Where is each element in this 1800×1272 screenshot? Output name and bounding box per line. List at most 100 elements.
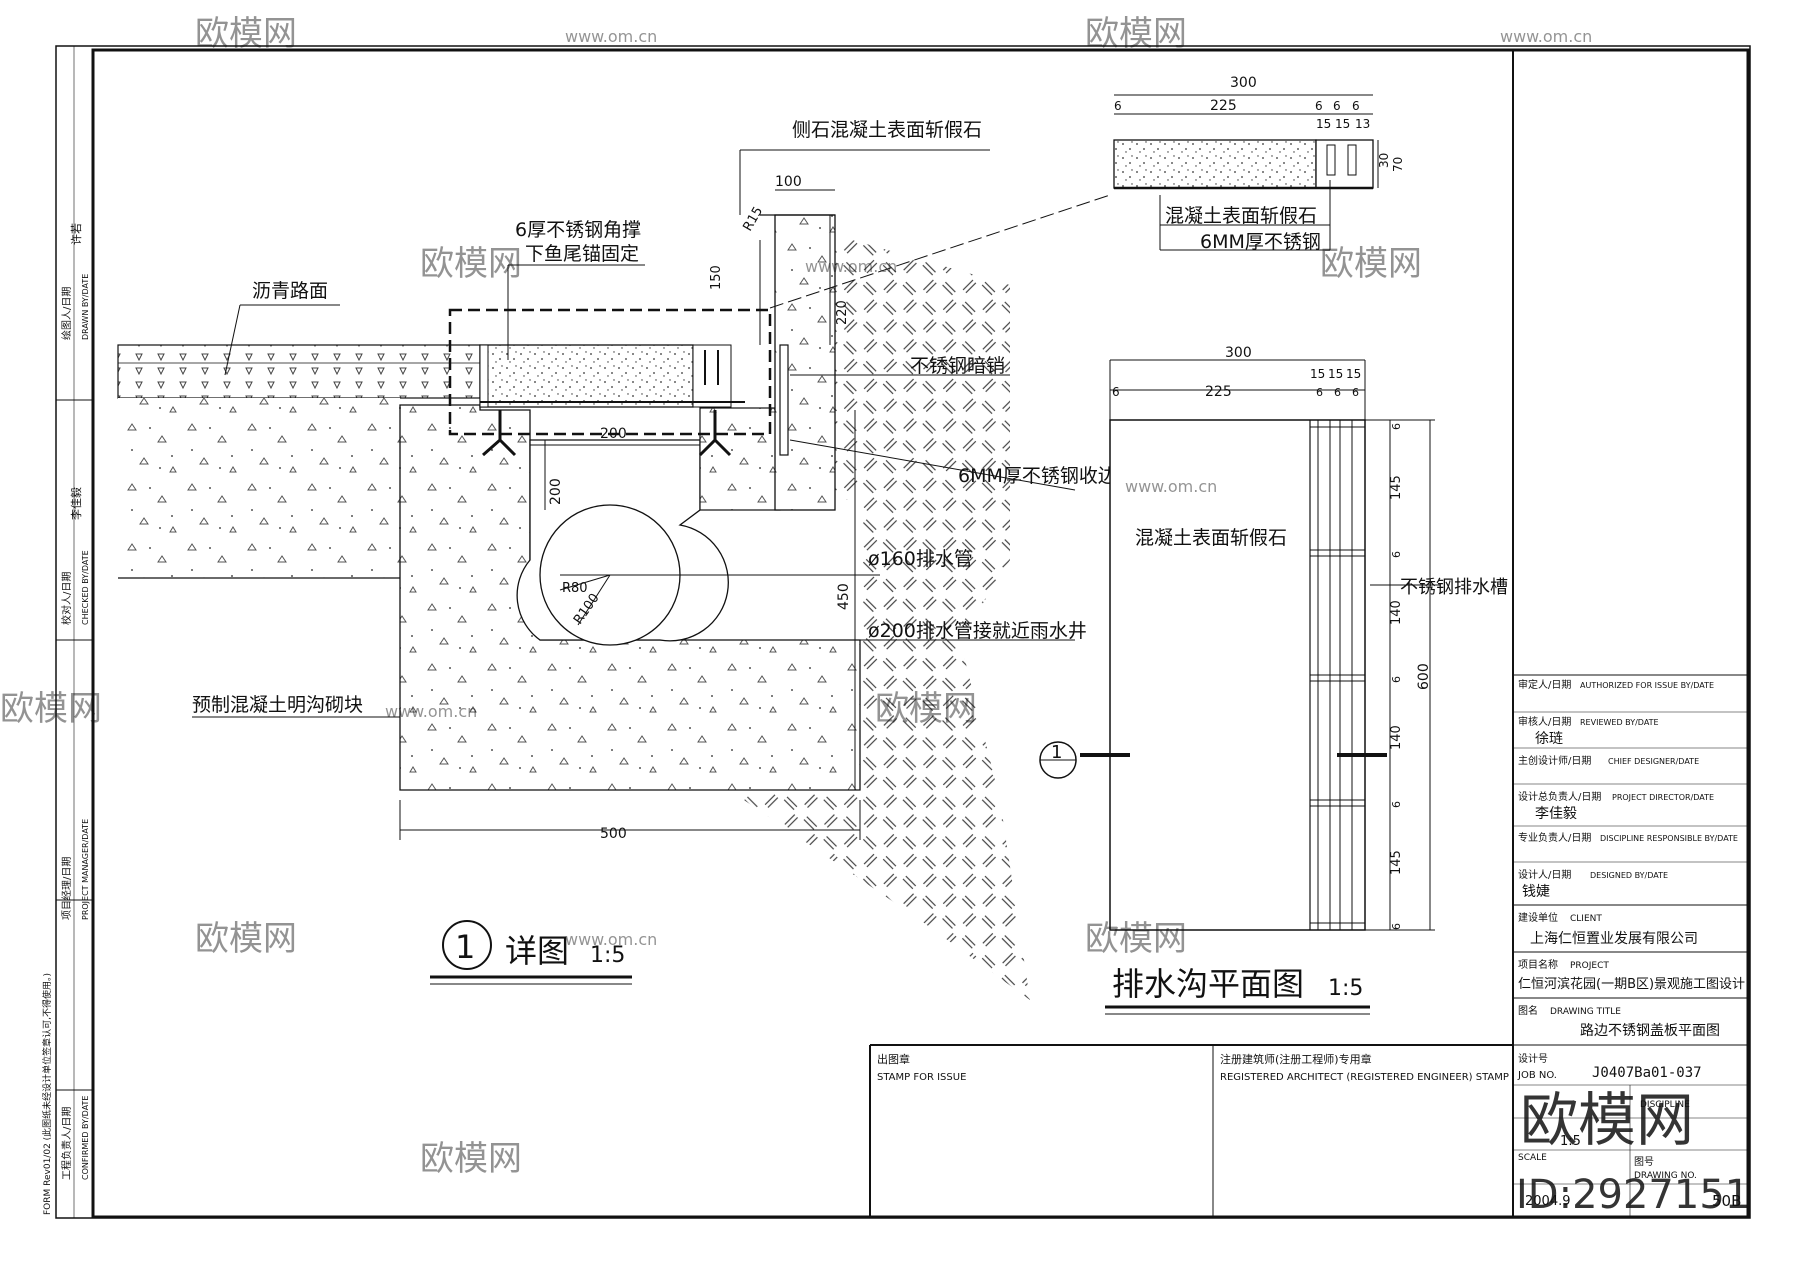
tb-reviewed-en: REVIEWED BY/DATE bbox=[1580, 718, 1659, 727]
tb-client-name: 上海仁恒置业发展有限公司 bbox=[1530, 931, 1698, 947]
dim-r80: R80 bbox=[562, 581, 588, 596]
tb-date-val: 2004.9 bbox=[1525, 1194, 1571, 1209]
tb-job: 设计号 bbox=[1518, 1052, 1548, 1065]
label-pipe200: ø200排水管接就近雨水井 bbox=[868, 620, 1087, 642]
drainage-plan: 1 混凝土表面斩假石 不锈钢排水槽 300 6 225 15 15 15 6 6… bbox=[1039, 345, 1508, 1015]
watermark-brand-5: 欧模网 bbox=[0, 689, 102, 729]
tb-drawing-en: DRAWING TITLE bbox=[1550, 1007, 1621, 1017]
plan-label-stone: 混凝土表面斩假石 bbox=[1135, 527, 1287, 549]
cover-dim-6a: 6 bbox=[1114, 99, 1122, 113]
plan-side-dim-8: 145 bbox=[1389, 850, 1404, 875]
watermark-brand-1: 欧模网 bbox=[195, 14, 297, 54]
plan-dim-6d: 6 bbox=[1352, 386, 1359, 399]
watermark-brand-2: 欧模网 bbox=[1085, 14, 1187, 54]
tb-drawing-no-label: 图号 bbox=[1634, 1156, 1654, 1168]
section-detail: 侧石混凝土表面斩假石 6厚不锈钢角撑 下鱼尾锚固定 沥青路面 不锈钢暗销 6MM… bbox=[117, 119, 1117, 1000]
watermark-brand-7: 欧模网 bbox=[195, 919, 297, 959]
plan-title: 排水沟平面图 bbox=[1112, 965, 1304, 1003]
checked-by-name: 李佳毅 bbox=[69, 487, 83, 520]
cover-dim-13: 13 bbox=[1355, 117, 1370, 131]
plan-side-dim-1: 6 bbox=[1390, 423, 1403, 430]
label-angle: 6厚不锈钢角撑 bbox=[515, 219, 641, 241]
tb-director-en: PROJECT DIRECTOR/DATE bbox=[1612, 793, 1714, 802]
watermark-layer: 欧模网 欧模网 欧模网 欧模网 欧模网 欧模网 欧模网 欧模网 欧模网 www.… bbox=[0, 14, 1750, 1218]
watermark-brand-6: 欧模网 bbox=[875, 689, 977, 729]
plan-side-dim-2: 145 bbox=[1389, 475, 1404, 500]
plan-dim-300: 300 bbox=[1225, 345, 1252, 361]
tb-job-no: J0407Ba01-037 bbox=[1592, 1065, 1702, 1081]
dim-220: 220 bbox=[835, 300, 850, 325]
tb-project-name: 仁恒河滨花园(一期B区)景观施工图设计 bbox=[1518, 976, 1745, 992]
label-pin: 不锈钢暗销 bbox=[910, 355, 1005, 377]
section-title-number: 1 bbox=[455, 928, 475, 966]
left-strip: 绘图人/日期 DRAWN BY/DATE 许若 校对人/日期 CHECKED B… bbox=[41, 46, 93, 1218]
plan-dim-15b: 15 bbox=[1328, 367, 1343, 381]
dim-150: 150 bbox=[709, 265, 724, 290]
cover-dim-15b: 15 bbox=[1335, 117, 1350, 131]
tb-drawing: 图名 bbox=[1518, 1004, 1538, 1017]
plan-side-dim-9: 6 bbox=[1390, 923, 1403, 930]
dim-200: 200 bbox=[600, 426, 627, 442]
tb-authorized-en: AUTHORIZED FOR ISSUE BY/DATE bbox=[1580, 681, 1714, 690]
label-edge: 6MM厚不锈钢收边 bbox=[958, 465, 1117, 487]
cover-label-stone: 混凝土表面斩假石 bbox=[1165, 205, 1317, 227]
tb-chief-en: CHIEF DESIGNER/DATE bbox=[1608, 757, 1699, 766]
tb-director: 设计总负责人/日期 bbox=[1518, 790, 1601, 803]
pm-label: 项目经理/日期 bbox=[60, 857, 73, 920]
tb-reg-en: REGISTERED ARCHITECT (REGISTERED ENGINEE… bbox=[1220, 1072, 1509, 1083]
tb-project: 项目名称 bbox=[1518, 958, 1558, 971]
tb-discipline2: DISCIPLINE bbox=[1640, 1100, 1690, 1110]
plan-dim-6c: 6 bbox=[1334, 386, 1341, 399]
tb-drawing-no-en: DRAWING NO. bbox=[1634, 1171, 1697, 1181]
dim-450: 450 bbox=[836, 583, 852, 610]
plan-side-dim-6: 140 bbox=[1389, 725, 1404, 750]
watermark-brand-4: 欧模网 bbox=[1320, 244, 1422, 284]
dim-200-vertical: 200 bbox=[548, 478, 564, 505]
plan-dim-6: 6 bbox=[1112, 385, 1120, 399]
watermark-brand-9: 欧模网 bbox=[420, 1139, 522, 1179]
cover-dim-225: 225 bbox=[1210, 98, 1237, 114]
plan-dim-6b: 6 bbox=[1316, 386, 1323, 399]
section-scale: 1:5 bbox=[590, 943, 625, 968]
watermark-site-3: www.om.cn bbox=[805, 257, 897, 276]
confirmed-label: 工程负责人/日期 bbox=[60, 1107, 73, 1180]
tb-chief: 主创设计师/日期 bbox=[1518, 754, 1591, 767]
cover-dim-15a: 15 bbox=[1316, 117, 1331, 131]
plan-scale: 1:5 bbox=[1328, 976, 1363, 1001]
tb-designed: 设计人/日期 bbox=[1518, 868, 1571, 881]
tb-scale-val: 1:5 bbox=[1560, 1134, 1581, 1149]
tb-stamp-en: STAMP FOR ISSUE bbox=[877, 1072, 966, 1083]
tb-reg: 注册建筑师(注册工程师)专用章 bbox=[1220, 1052, 1372, 1066]
plan-dim-600: 600 bbox=[1416, 663, 1432, 690]
cover-dim-70: 70 bbox=[1391, 157, 1405, 172]
drawn-by-en: DRAWN BY/DATE bbox=[81, 274, 90, 340]
plan-side-dim-3: 6 bbox=[1390, 551, 1403, 558]
label-pipe160: ø160排水管 bbox=[868, 548, 973, 570]
tb-authorized: 审定人/日期 bbox=[1518, 678, 1571, 691]
cover-detail: 300 225 6 6 6 6 15 15 13 30 70 混凝土表面斩假石 … bbox=[1113, 75, 1405, 253]
watermark-site-5: www.om.cn bbox=[385, 702, 477, 721]
watermark-brand-3: 欧模网 bbox=[420, 244, 522, 284]
plan-label-grate: 不锈钢排水槽 bbox=[1400, 577, 1508, 598]
tb-client: 建设单位 bbox=[1518, 911, 1558, 924]
plan-side-dim-4: 140 bbox=[1389, 600, 1404, 625]
plan-dim-15c: 15 bbox=[1346, 367, 1361, 381]
watermark-site-2: www.om.cn bbox=[1500, 27, 1592, 46]
tb-drawing-no: 50B bbox=[1712, 1192, 1741, 1210]
tb-reviewed: 审核人/日期 bbox=[1518, 715, 1571, 728]
dim-500: 500 bbox=[600, 826, 627, 842]
drawn-by-label: 绘图人/日期 bbox=[60, 287, 73, 340]
cover-dim-30: 30 bbox=[1377, 153, 1391, 168]
pm-en: PROJECT MANAGER/DATE bbox=[81, 819, 90, 920]
confirmed-en: CONFIRMED BY/DATE bbox=[81, 1096, 90, 1181]
drawn-by-name: 许若 bbox=[70, 223, 83, 245]
cover-dim-6b: 6 bbox=[1315, 99, 1323, 113]
dim-r15: R15 bbox=[740, 204, 766, 234]
tb-client-en: CLIENT bbox=[1570, 914, 1602, 924]
watermark-site-4: www.om.cn bbox=[1125, 477, 1217, 496]
watermark-site-1: www.om.cn bbox=[565, 27, 657, 46]
cover-label-steel: 6MM厚不锈钢 bbox=[1200, 231, 1321, 253]
tb-director-name: 李佳毅 bbox=[1535, 805, 1577, 822]
watermark-brand-big: 欧模网 bbox=[1520, 1086, 1694, 1154]
